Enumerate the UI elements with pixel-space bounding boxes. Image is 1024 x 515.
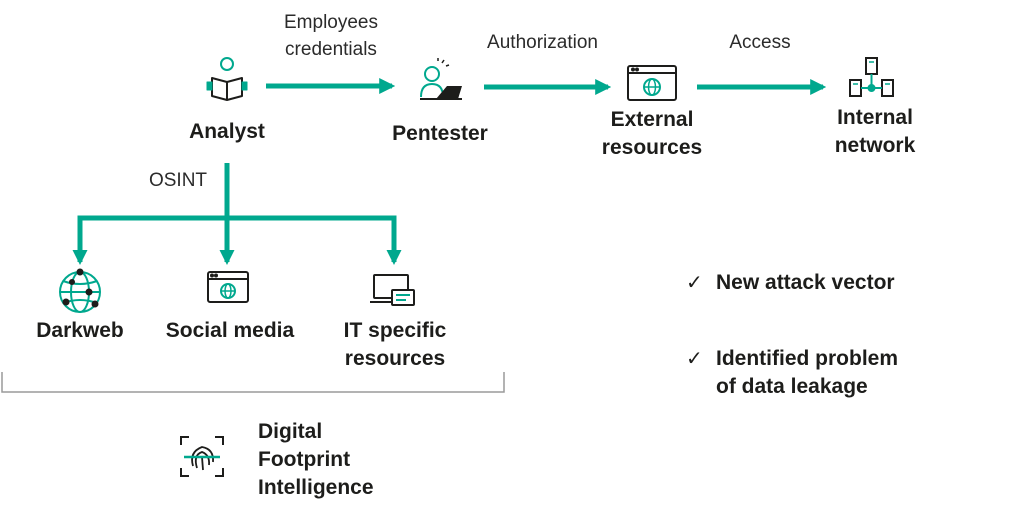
result-text: New attack vector [716,271,895,294]
source-label-it-line2: resources [344,347,446,370]
node-label-internal-line2: network [834,134,916,157]
edge-label-osint: OSINT [148,170,208,191]
source-label-darkweb: Darkweb [36,319,124,342]
check-icon: ✓ [686,348,703,370]
node-label-external-line2: resources [601,136,703,159]
node-label-external-line1: External [610,108,694,131]
pentester-laptop-icon [420,58,462,100]
darkweb-globe-icon [59,268,101,313]
browser-globe-icon [627,65,677,101]
edge-label-authorization: Authorization [487,32,598,53]
check-icon: ✓ [686,272,703,294]
result-item: ✓ New attack vector [686,269,986,297]
source-label-it-line1: IT specific [343,319,447,342]
node-label-internal-line1: Internal [837,106,913,129]
dfi-title: Digital Footprint Intelligence [258,418,374,502]
devices-icon [370,274,415,306]
node-label-pentester: Pentester [392,122,488,145]
edge-label-credentials-line1: Employees [284,12,378,33]
fingerprint-scan-icon [180,436,224,477]
dfi-line: Digital [258,420,323,443]
result-text: Identified problem [716,347,899,370]
node-label-analyst: Analyst [189,120,265,143]
result-text-line2: of data leakage [716,375,868,398]
result-item: ✓ Identified problem of data leakage [686,345,986,401]
source-label-social-media: Social media [165,319,295,342]
edge-label-credentials-line2: credentials [285,39,377,60]
dfi-line: Footprint [258,448,351,471]
network-servers-icon [849,57,894,97]
browser-globe-icon [207,271,249,303]
analyst-reading-icon [206,57,248,101]
sources-bracket [1,372,505,393]
edge-label-access: Access [729,32,791,53]
dfi-line: Intelligence [258,476,374,499]
